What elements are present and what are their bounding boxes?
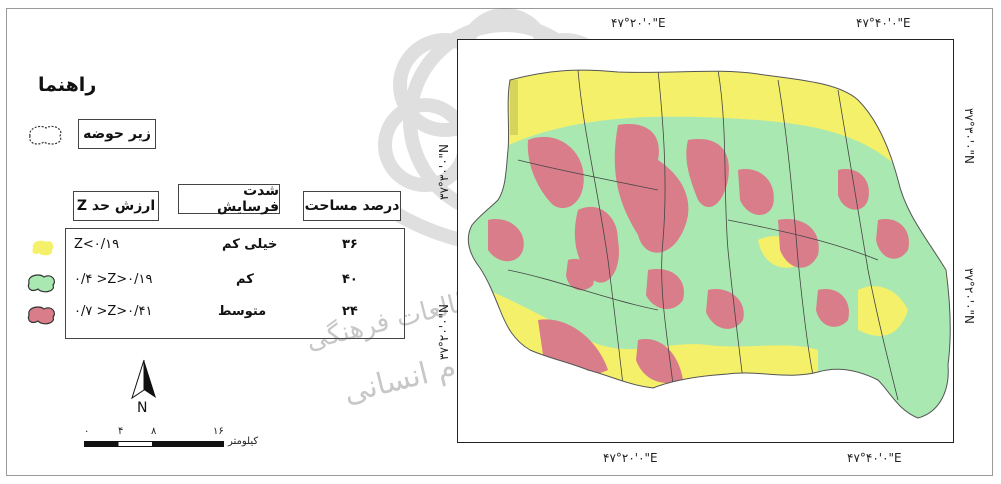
coord-right-upper: ۳۷°۳۰'۰"N [962,108,976,165]
header-area-percent: درصد مساحت [303,191,401,221]
north-label: N [137,400,148,416]
erosion-map-graphic [467,69,951,419]
legend-title: راهنما [38,74,97,96]
coord-bottom-left: ۴۷°۲۰'۰"E [603,451,658,465]
row-low-class: کم [236,272,254,287]
row-medium-z: ۰/۷ >Z>۰/۴۱ [74,304,153,319]
row-medium-class: متوسط [218,304,267,319]
subbasin-label: زیر حوضه [78,119,156,149]
north-arrow-icon [131,359,156,400]
coord-right-lower: ۳۷°۲۰'۰"N [962,268,976,325]
scale-tick-4: ۴ [118,426,124,437]
coord-left-lower: ۳۷°۲۰'۰"N [437,303,451,360]
row-very-low-class: خیلی کم [222,237,278,252]
row-very-low-z: Z<۰/۱۹ [74,237,120,252]
scale-tick-0: ۰ [84,426,90,437]
swatch-low [27,274,55,293]
coord-top-left: ۴۷°۲۰'۰"E [611,16,666,30]
scale-unit: کیلومتر [228,436,259,447]
row-low-z: ۰/۴ >Z>۰/۱۹ [74,272,153,287]
swatch-medium [27,306,55,325]
scale-tick-16: ۱۶ [213,426,224,437]
legend-panel [65,228,405,339]
subbasin-outline-icon [29,125,62,145]
coord-top-right: ۴۷°۴۰'۰"E [856,16,911,30]
coord-bottom-right: ۴۷°۴۰'۰"E [847,451,902,465]
scale-bar [84,441,224,447]
erosion-map [457,39,954,443]
row-low-percent: ۴۰ [342,272,358,287]
map-layout-frame [6,8,993,476]
coord-left-upper: ۳۷°۳۰'۰"N [437,143,451,200]
header-erosion-intensity: شدت فرسایش [178,183,280,215]
header-z-value: ارزش حد Z [73,191,159,221]
scale-tick-8: ۸ [151,426,157,437]
swatch-very-low [32,240,54,256]
row-very-low-percent: ۳۶ [342,237,358,252]
row-medium-percent: ۲۴ [342,304,358,319]
